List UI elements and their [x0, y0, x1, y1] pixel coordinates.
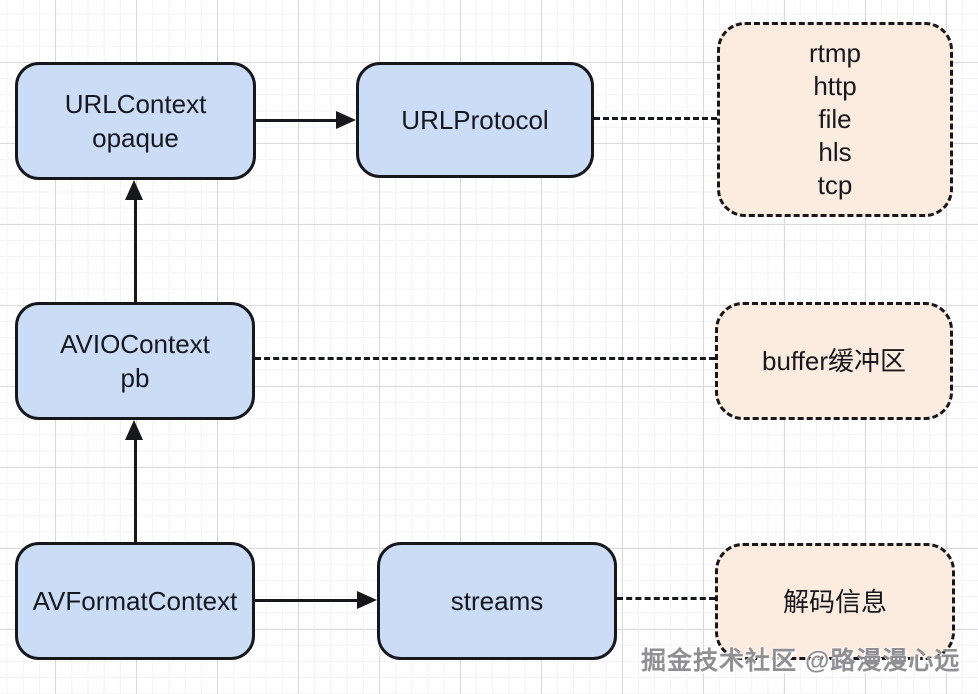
node-avformatcontext: AVFormatContext [15, 542, 255, 660]
node-urlcontext-label-line2: opaque [92, 123, 179, 153]
node-urlprotocol-label: URLProtocol [401, 105, 549, 135]
protocol-item-rtmp: rtmp [809, 38, 861, 68]
arrow-avformatcontext-to-streams-line [255, 598, 357, 602]
arrow-urlcontext-to-urlprotocol-line [256, 118, 338, 122]
node-aviocontext-label-line2: pb [120, 363, 150, 393]
arrow-avformatcontext-to-aviocontext-head [125, 420, 143, 440]
node-protocol-list: rtmp http file hls tcp [717, 22, 953, 217]
protocol-item-tcp: tcp [817, 170, 853, 200]
node-aviocontext-label-line1: AVIOContext [60, 329, 210, 359]
dashed-link-aviocontext-to-buffer [255, 357, 715, 360]
watermark-text: 掘金技术社区 @路漫漫心远 [641, 647, 961, 675]
dashed-link-urlprotocol-to-protocols [594, 117, 717, 120]
protocol-item-http: http [813, 71, 857, 101]
node-urlcontext: URLContext opaque [15, 62, 256, 180]
node-streams: streams [377, 542, 617, 660]
node-buffer-label: buffer缓冲区 [761, 346, 907, 376]
node-urlprotocol: URLProtocol [356, 62, 594, 178]
node-buffer: buffer缓冲区 [715, 302, 953, 420]
node-aviocontext: AVIOContext pb [15, 302, 255, 420]
node-decode-info-label: 解码信息 [782, 586, 887, 617]
arrow-avformatcontext-to-streams-head [357, 591, 377, 609]
protocol-item-hls: hls [818, 137, 852, 167]
dashed-link-streams-to-decode-info [617, 597, 715, 600]
arrow-avformatcontext-to-aviocontext-line [133, 438, 137, 542]
arrow-aviocontext-to-urlcontext-line [133, 198, 137, 302]
arrow-urlcontext-to-urlprotocol-head [336, 111, 356, 129]
node-avformatcontext-label: AVFormatContext [32, 586, 238, 616]
node-streams-label: streams [450, 586, 544, 616]
node-decode-info: 解码信息 [715, 543, 955, 660]
arrow-aviocontext-to-urlcontext-head [125, 180, 143, 200]
protocol-item-file: file [818, 104, 852, 134]
node-urlcontext-label-line1: URLContext [64, 89, 207, 119]
